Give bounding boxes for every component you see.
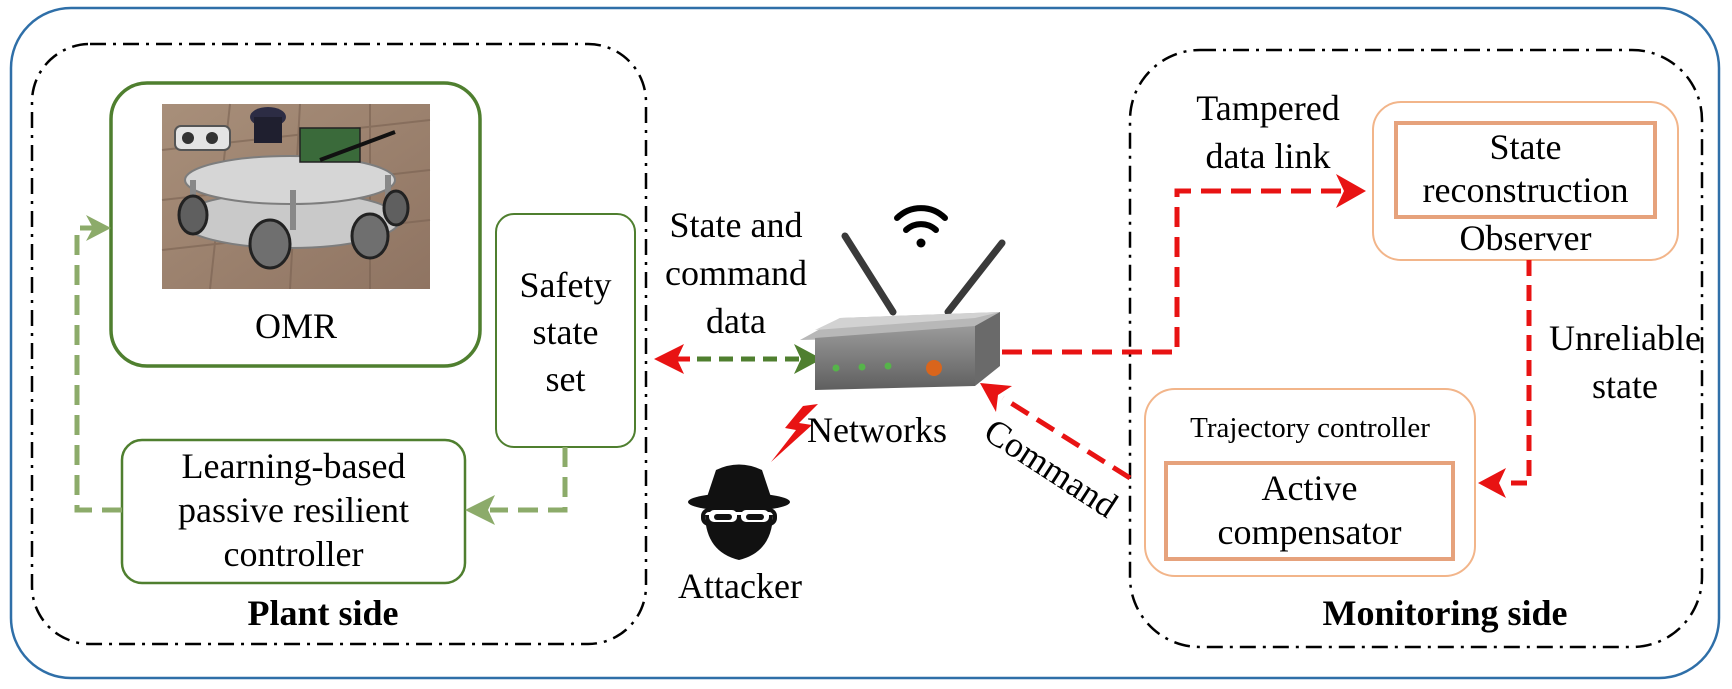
omr-label: OMR — [254, 306, 338, 346]
tampered-link-arrowhead — [1336, 174, 1366, 208]
reconstruction-line-1: State — [1489, 127, 1562, 167]
safety-to-controller-arrow — [490, 447, 568, 513]
channel-line-2: command — [665, 253, 807, 293]
observer-label: Observer — [1459, 218, 1592, 258]
safety-line-3: set — [545, 359, 586, 399]
safety-line-2: state — [532, 312, 599, 352]
router-icon — [800, 232, 1006, 390]
wifi-icon — [894, 205, 948, 248]
controller-to-omr-arrow — [74, 225, 122, 513]
unreliable-state-label: Unreliable state — [1530, 314, 1720, 410]
networks-label: Networks — [807, 410, 947, 450]
channel-arrowhead-right — [794, 344, 822, 374]
unreliable-line-1: Unreliable — [1549, 318, 1701, 358]
active-compensator-box — [1164, 461, 1455, 561]
unreliable-state-arrowhead — [1478, 468, 1506, 498]
monitoring-side-region — [1128, 48, 1704, 649]
active-compensator-label: Active compensator — [1166, 466, 1453, 554]
channel-label: State and command data — [651, 201, 821, 345]
trajectory-controller-label: Trajectory controller — [1190, 412, 1430, 444]
learning-controller-label: Learning-based passive resilient control… — [122, 444, 465, 576]
command-arrow — [1001, 395, 1132, 481]
outer-frame — [9, 6, 1721, 680]
attack-bolt-icon — [771, 404, 818, 462]
command-arrowhead — [980, 383, 1012, 412]
tampered-link-arrow — [1002, 188, 1342, 355]
channel-line-3: data — [706, 301, 766, 341]
state-reconstruction-label: State reconstruction — [1396, 126, 1655, 212]
safety-line-1: Safety — [519, 265, 612, 305]
plant-side-region — [30, 42, 648, 646]
tampered-line-1: Tampered — [1196, 88, 1340, 128]
compensator-line-2: compensator — [1217, 512, 1402, 552]
controller-to-omr-arrowhead — [86, 215, 111, 241]
unreliable-state-arrow — [1502, 260, 1532, 486]
tampered-link-label: Tampered data link — [1178, 84, 1358, 180]
tampered-line-2: data link — [1205, 136, 1331, 176]
plant-side-title: Plant side — [247, 593, 399, 633]
safety-to-controller-arrowhead — [465, 495, 495, 525]
controller-line-1: Learning-based — [181, 446, 406, 486]
state-reconstruction-box — [1394, 121, 1657, 219]
safety-state-set-label: Safety state set — [496, 262, 635, 403]
channel-line-1: State and — [669, 205, 803, 245]
attacker-label: Attacker — [678, 566, 802, 606]
reconstruction-line-2: reconstruction — [1422, 170, 1629, 210]
compensator-line-1: Active — [1261, 468, 1358, 508]
robot-photo — [161, 103, 431, 290]
attacker-icon — [688, 464, 790, 560]
controller-line-2: passive resilient — [178, 490, 409, 530]
controller-line-3: controller — [223, 534, 364, 574]
unreliable-line-2: state — [1592, 366, 1658, 406]
monitoring-side-title: Monitoring side — [1322, 593, 1568, 633]
